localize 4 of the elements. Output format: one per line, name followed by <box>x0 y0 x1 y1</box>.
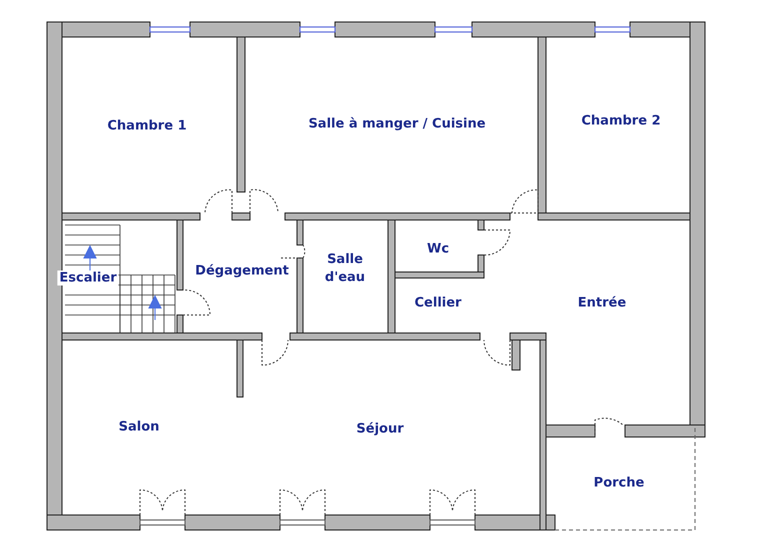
room-label: Escalier <box>57 270 119 286</box>
room-label: Salle à manger / Cuisine <box>306 116 488 132</box>
room-label: Dégagement <box>193 264 291 278</box>
room-label: Séjour <box>354 422 406 436</box>
